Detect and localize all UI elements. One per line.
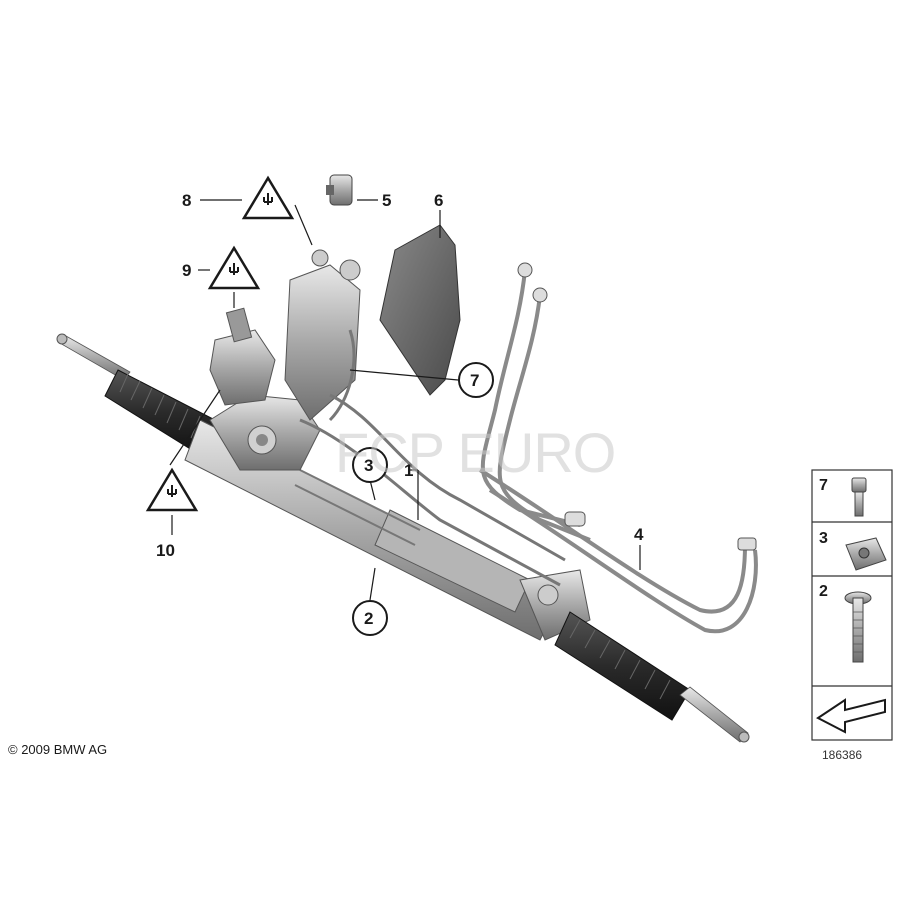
direction-arrow-icon (816, 698, 886, 734)
warning-icon-8 (241, 175, 295, 220)
pressure-line-assembly (478, 269, 758, 634)
right-bellows-boot (554, 611, 691, 721)
callout-5: 5 (382, 191, 391, 210)
callout-6: 6 (434, 191, 443, 210)
side-item-2-label: 2 (819, 583, 828, 600)
diagram-id: 186386 (822, 748, 863, 762)
bolt-7-icon (851, 477, 867, 517)
leader-lines (169, 199, 641, 601)
valve-body (209, 249, 361, 471)
callout-7: 7 (470, 371, 479, 390)
side-parts-panel (811, 469, 893, 741)
copyright-text: © 2009 BMW AG (8, 742, 108, 757)
callout-circle-3 (352, 447, 388, 483)
warning-icon-9 (207, 245, 261, 290)
side-item-3-label: 3 (819, 530, 828, 547)
callout-3: 3 (364, 456, 373, 475)
side-item-7-label: 7 (819, 477, 828, 494)
callout-8: 8 (182, 191, 191, 210)
pressure-sensor (326, 174, 353, 206)
callout-circle-7 (458, 362, 494, 398)
heat-shield (379, 224, 461, 396)
line-fittings (517, 262, 757, 551)
callout-2: 2 (364, 609, 373, 628)
rack-housing (184, 419, 561, 641)
callout-4: 4 (634, 525, 644, 544)
callout-1: 1 (404, 461, 413, 480)
bolt-2-icon (844, 591, 872, 663)
callout-9: 9 (182, 261, 191, 280)
callout-circle-2 (352, 600, 388, 636)
clip-nut-3-icon (845, 537, 887, 571)
callout-10: 10 (156, 541, 175, 560)
left-tie-rod (56, 333, 131, 381)
warning-icon-10 (145, 467, 199, 512)
right-tie-rod (679, 686, 750, 743)
watermark: FCP EURO (335, 421, 616, 484)
